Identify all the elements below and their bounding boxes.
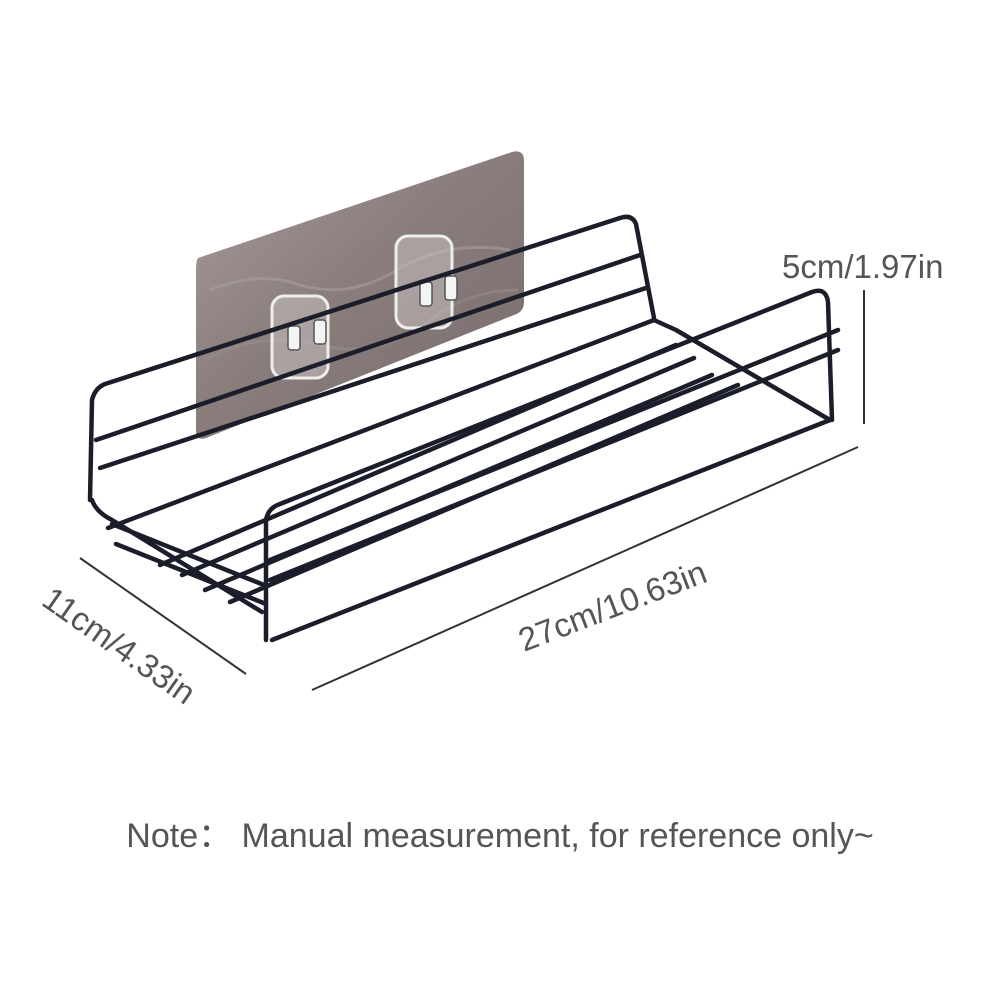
- length-dimension-line: [311, 446, 859, 691]
- depth-dimension-label: 11cm/4.33in: [36, 579, 202, 711]
- dimension-lines: [79, 290, 865, 691]
- depth-dimension-line: [79, 557, 247, 675]
- adhesive-wall-plate: [196, 151, 524, 439]
- measurement-note: Note： Manual measurement, for reference …: [126, 817, 874, 855]
- length-dimension-label: 27cm/10.63in: [513, 553, 711, 659]
- height-dimension-label: 5cm/1.97in: [782, 248, 943, 285]
- wire-basket: [87, 214, 841, 643]
